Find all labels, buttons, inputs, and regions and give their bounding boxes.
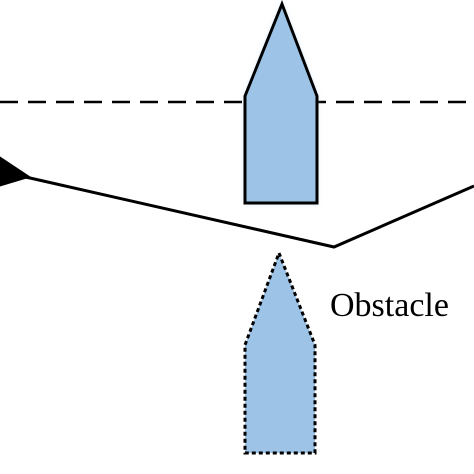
lower-ship-shape bbox=[243, 248, 317, 455]
arrowhead-marker bbox=[0, 156, 32, 187]
path-line bbox=[0, 170, 474, 249]
upper-ship-shape bbox=[243, 0, 319, 205]
obstacle-label: Obstacle bbox=[330, 287, 449, 324]
